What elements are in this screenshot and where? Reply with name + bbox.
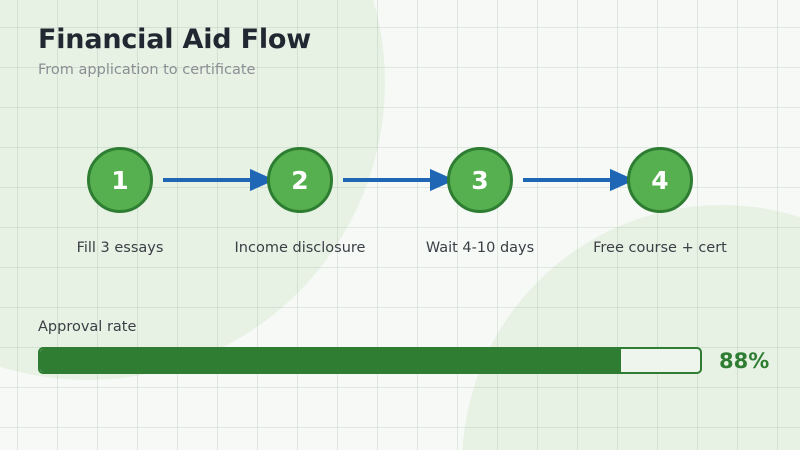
approval-rate-value: 88% xyxy=(719,348,770,373)
arrow-head-1-2 xyxy=(250,168,275,192)
arrow-head-2-3 xyxy=(430,168,455,192)
approval-rate-label: Approval rate xyxy=(38,319,137,335)
approval-rate-row: 88% xyxy=(38,347,778,374)
approval-rate-progress-fill xyxy=(40,349,621,372)
flow-node-3[interactable]: 3 xyxy=(447,147,513,213)
page-subtitle: From application to certificate xyxy=(38,62,256,79)
arrow-head-3-4 xyxy=(610,168,635,192)
flow-node-label-1: Fill 3 essays xyxy=(76,240,164,256)
flow-node-label-3: Wait 4-10 days xyxy=(425,240,535,256)
page-title: Financial Aid Flow xyxy=(38,24,311,55)
flow-node-label-2: Income disclosure xyxy=(234,240,366,256)
flow-node-4[interactable]: 4 xyxy=(627,147,693,213)
flow-node-2[interactable]: 2 xyxy=(267,147,333,213)
header: Financial Aid Flow From application to c… xyxy=(38,24,311,79)
approval-rate-progress-bar[interactable] xyxy=(38,347,702,374)
approval-rate-section: Approval rate 88% xyxy=(38,319,778,374)
flow-node-label-4: Free course + cert xyxy=(593,240,727,256)
flow-node-1[interactable]: 1 xyxy=(87,147,153,213)
